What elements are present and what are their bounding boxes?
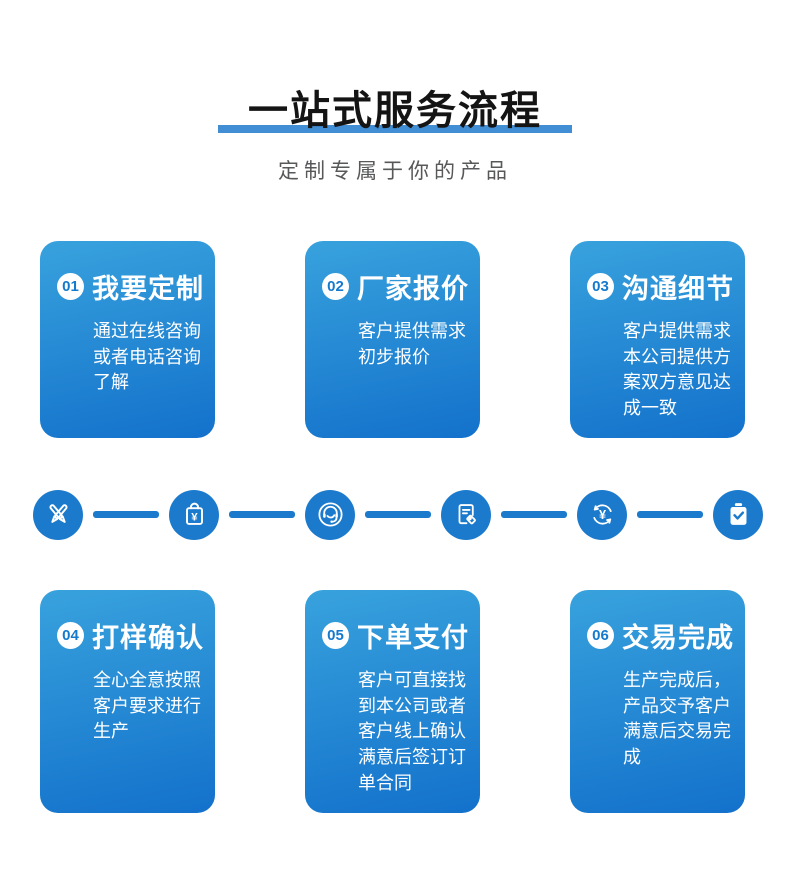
timeline-connector [229,511,295,519]
step-card-head: 03 沟通细节 [587,267,733,306]
step-number-badge: 05 [322,621,349,649]
step-card-head: 05 下单支付 [322,616,468,655]
step-title: 打样确认 [92,622,204,653]
process-timeline: ¥ [0,489,790,540]
yuan-symbol: ¥ [191,512,198,524]
step-description: 生产完成后，产品交予客户满意后交易完成 [623,669,731,768]
step-card-04: 04 打样确认 全心全意按照客户要求进行生产 [40,589,215,813]
step-description: 客户提供需求本公司提供方案双方意见达成一致 [623,321,731,419]
step-description: 全心全意按照客户要求进行生产 [93,669,201,742]
header: 一站式服务流程 定制专属于你的产品 [0,0,790,185]
step-title: 沟通细节 [622,274,734,304]
step-card-01: 01 我要定制 通过在线咨询或者电话咨询了解 [40,241,215,438]
step-description: 通过在线咨询或者电话咨询了解 [93,321,201,393]
customer-service-icon [305,489,355,540]
step-description: 客户可直接找到本公司或者客户线上确认满意后签订订单合同 [358,669,466,793]
step-card-head: 02 厂家报价 [322,267,468,306]
page-title: 一站式服务流程 [248,89,542,133]
step-title: 我要定制 [92,274,204,304]
step-card-06: 06 交易完成 生产完成后，产品交予客户满意后交易完成 [570,589,745,813]
step-number-badge: 06 [587,621,614,649]
price-list-icon: ¥ [169,489,219,540]
step-card-03: 03 沟通细节 客户提供需求本公司提供方案双方意见达成一致 [570,241,745,438]
timeline-connector [501,511,567,519]
step-card-head: 04 打样确认 [57,616,203,655]
step-card-05: 05 下单支付 客户可直接找到本公司或者客户线上确认满意后签订订单合同 [305,589,480,813]
step-description: 客户提供需求初步报价 [358,321,466,367]
yuan-symbol: ¥ [598,508,605,522]
step-card-head: 01 我要定制 [57,267,203,306]
title-underline-bar [218,125,572,133]
step-number-badge: 04 [57,621,84,649]
step-number-badge: 02 [322,273,349,300]
step-title: 交易完成 [622,622,734,653]
step-card-02: 02 厂家报价 客户提供需求初步报价 [305,241,480,438]
timeline-connector [637,511,703,519]
pen-tools-icon [33,489,83,540]
page-subtitle: 定制专属于你的产品 [278,160,512,183]
step-title: 厂家报价 [357,274,469,304]
timeline-connector [93,511,159,519]
order-tag-icon [441,489,491,540]
timeline-connector [365,511,431,519]
payment-refresh-icon: ¥ [577,489,627,540]
complete-check-icon [713,489,763,540]
step-card-head: 06 交易完成 [587,616,733,655]
step-number-badge: 01 [57,273,84,300]
step-title: 下单支付 [357,622,469,653]
step-number-badge: 03 [587,273,614,300]
steps-row-bottom: 04 打样确认 全心全意按照客户要求进行生产 05 下单支付 客户可直接找到本公… [0,589,790,813]
steps-row-top: 01 我要定制 通过在线咨询或者电话咨询了解 02 厂家报价 客户提供需求初步报… [0,241,790,438]
